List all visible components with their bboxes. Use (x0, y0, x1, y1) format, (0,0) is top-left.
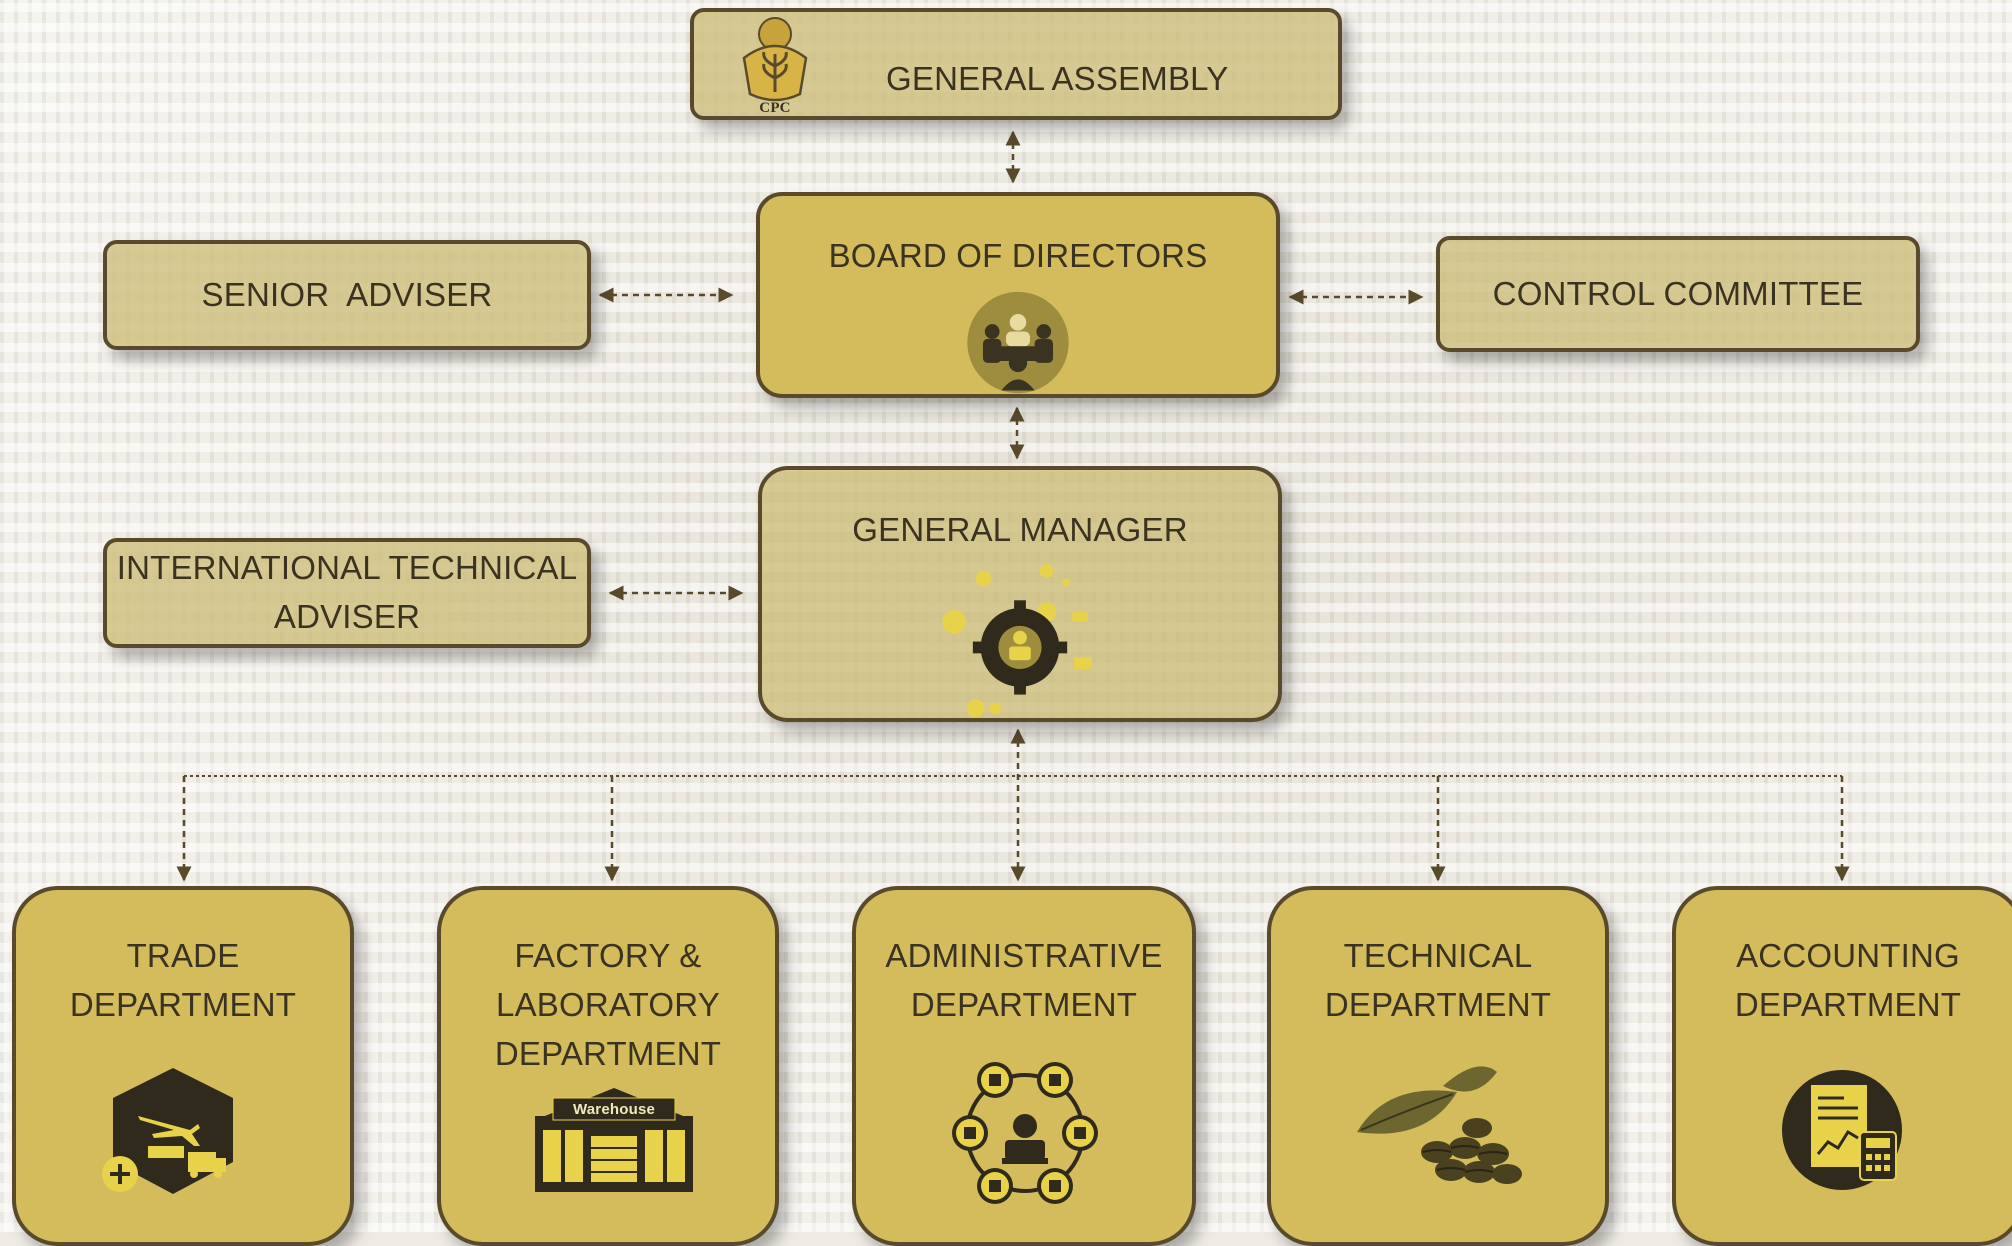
ita-label-line2: ADVISER (273, 598, 421, 635)
factory-label-line3: DEPARTMENT (494, 1034, 722, 1072)
trade-department-label: TRADE DEPARTMENT (69, 937, 297, 1023)
board-of-directors-label: BOARD OF DIRECTORS (828, 237, 1208, 274)
technical-label-line2: DEPARTMENT (1324, 985, 1552, 1023)
international-technical-adviser-box: INTERNATIONAL TECHNICAL ADVISER (103, 538, 591, 648)
administrative-label-line1: ADMINISTRATIVE (885, 937, 1163, 974)
senior-adviser-box: SENIOR ADVISER (103, 240, 591, 350)
senior-adviser-label: SENIOR ADVISER (201, 275, 493, 313)
general-manager-box: GENERAL MANAGER (758, 466, 1282, 722)
technical-label-line1: TECHNICAL (1343, 937, 1533, 974)
accounting-calculator-icon (1782, 1070, 1902, 1190)
trade-logistics-icon (102, 1068, 233, 1194)
administrative-department-box: ADMINISTRATIVE DEPARTMENT (852, 886, 1196, 1246)
manager-gear-icon (942, 563, 1092, 718)
board-of-directors-box: BOARD OF DIRECTORS (756, 192, 1280, 398)
ita-label-line1: INTERNATIONAL TECHNICAL (116, 549, 578, 587)
board-meeting-icon (967, 291, 1069, 394)
factory-label-line2: LABORATORY (496, 985, 720, 1023)
accounting-label-line1: ACCOUNTING (1736, 937, 1960, 974)
administrative-label-line2: DEPARTMENT (910, 985, 1138, 1023)
cpc-logo-text: CPC (759, 100, 790, 116)
trade-department-box: TRADE DEPARTMENT (12, 886, 354, 1246)
general-assembly-box: CPC GENERAL ASSEMBLY (690, 8, 1342, 120)
coffee-beans-icon (1357, 1066, 1522, 1184)
accounting-department-box: ACCOUNTING DEPARTMENT (1672, 886, 2012, 1246)
accounting-label-line2: DEPARTMENT (1734, 985, 1962, 1023)
admin-network-icon (952, 1062, 1098, 1204)
control-committee-box: CONTROL COMMITTEE (1436, 236, 1920, 352)
control-committee-label: CONTROL COMMITTEE (1492, 274, 1864, 312)
cpc-logo-icon: CPC (742, 17, 808, 116)
warehouse-icon: Warehouse (535, 1088, 693, 1192)
factory-laboratory-department-box: FACTORY & LABORATORY DEPARTMENT Warehous… (437, 886, 779, 1246)
technical-department-box: TECHNICAL DEPARTMENT (1267, 886, 1609, 1246)
warehouse-sign-text: Warehouse (573, 1101, 655, 1118)
factory-label-line1: FACTORY & (514, 937, 702, 974)
general-assembly-label: GENERAL ASSEMBLY (886, 59, 1229, 97)
general-manager-label: GENERAL MANAGER (852, 511, 1188, 548)
